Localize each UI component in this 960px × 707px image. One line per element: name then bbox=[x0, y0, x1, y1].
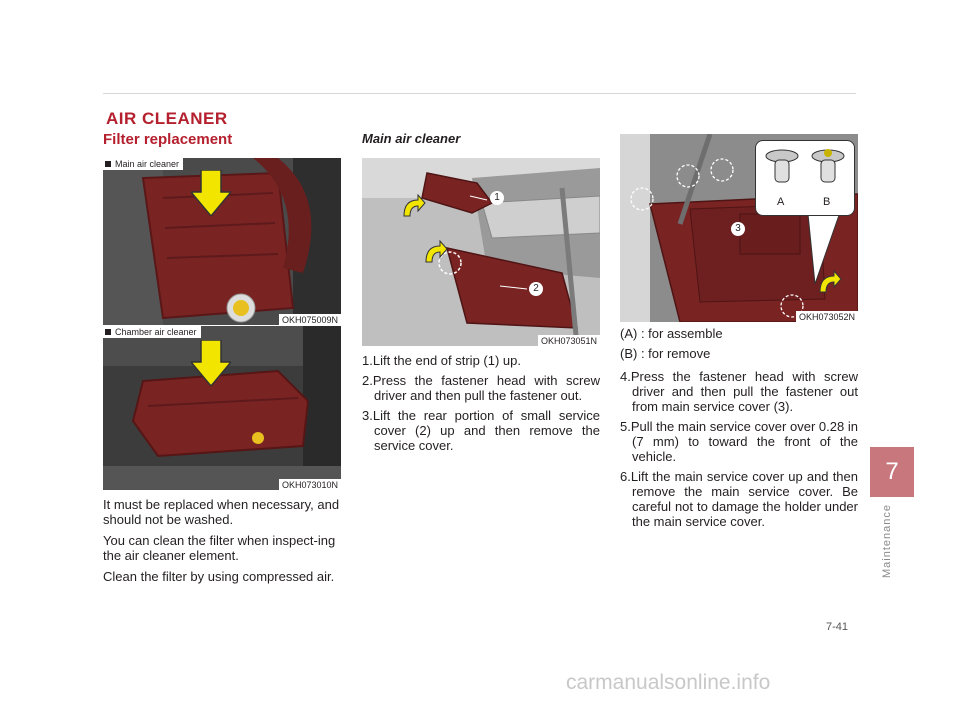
steps-list-2: 4.Press the fastener head with screw dri… bbox=[620, 369, 858, 529]
main-service-cover-photo: A B 3 OKH073052N bbox=[620, 134, 858, 322]
curved-arrow-icon bbox=[819, 270, 842, 293]
paragraph: You can clean the filter when inspect-in… bbox=[103, 533, 336, 563]
fastener-inset: A B bbox=[755, 140, 855, 216]
callout-2: 2 bbox=[529, 282, 543, 296]
paragraph: Clean the filter by using compressed air… bbox=[103, 569, 335, 584]
label-a: A bbox=[777, 196, 785, 208]
main-air-cleaner-cover-photo: 1 2 OKH073051N bbox=[362, 158, 600, 346]
step-item: 2.Press the fastener head with screw dri… bbox=[362, 373, 600, 403]
chamber-illustration bbox=[103, 326, 341, 490]
chamber-air-cleaner-photo: Chamber air cleaner OKH073010N bbox=[103, 326, 341, 490]
filter-replacement-heading: Filter replacement bbox=[103, 131, 233, 148]
top-rule bbox=[103, 93, 856, 94]
chapter-tab[interactable]: 7 bbox=[870, 447, 914, 497]
step-item: 4.Press the fastener head with screw dri… bbox=[620, 369, 858, 414]
fastener-b-icon bbox=[811, 149, 845, 183]
engine-bay-illustration bbox=[103, 158, 341, 325]
watermark: carmanualsonline.info bbox=[566, 671, 771, 694]
label-b: B bbox=[823, 196, 831, 208]
down-arrow-icon bbox=[191, 170, 231, 216]
fastener-a-icon bbox=[765, 149, 799, 183]
step-item: 1.Lift the end of strip (1) up. bbox=[362, 353, 521, 368]
legend-a: (A) : for assemble bbox=[620, 326, 723, 341]
main-air-cleaner-heading: Main air cleaner bbox=[362, 131, 461, 146]
chamber-air-cleaner-caption: Chamber air cleaner bbox=[103, 326, 201, 338]
step-item: 3.Lift the rear portion of small service… bbox=[362, 408, 600, 453]
service-cover-illustration bbox=[362, 158, 600, 346]
col3-text: (A) : for assemble (B) : for remove 4.Pr… bbox=[620, 326, 858, 534]
legend-b: (B) : for remove bbox=[620, 346, 711, 361]
main-air-cleaner-caption: Main air cleaner bbox=[103, 158, 184, 170]
down-arrow-icon bbox=[191, 340, 231, 386]
square-bullet-icon bbox=[105, 161, 111, 167]
col1-text: It must be replaced when necessary, and … bbox=[103, 497, 343, 584]
step-item: 5.Pull the main service cover over 0.28 … bbox=[620, 419, 858, 464]
page-number: 7-41 bbox=[826, 621, 849, 633]
square-bullet-icon bbox=[105, 329, 111, 335]
main-air-cleaner-photo: Main air cleaner OKH075009N bbox=[103, 158, 341, 325]
chapter-label: Maintenance bbox=[881, 504, 893, 578]
section-title: AIR CLEANER bbox=[106, 109, 228, 128]
photo-code: OKH073010N bbox=[278, 479, 341, 490]
step-item: 6.Lift the main service cover up and the… bbox=[620, 469, 858, 529]
paragraph: It must be replaced when necessary, and … bbox=[103, 497, 340, 527]
callout-3: 3 bbox=[731, 222, 745, 236]
curved-arrow-icon bbox=[403, 194, 426, 217]
curved-arrow-icon bbox=[425, 240, 448, 263]
callout-1: 1 bbox=[490, 191, 504, 205]
steps-list-1: 1.Lift the end of strip (1) up. 2.Press … bbox=[362, 353, 600, 458]
photo-code: OKH073052N bbox=[795, 311, 858, 322]
photo-code: OKH075009N bbox=[278, 314, 341, 325]
photo-code: OKH073051N bbox=[537, 335, 600, 346]
